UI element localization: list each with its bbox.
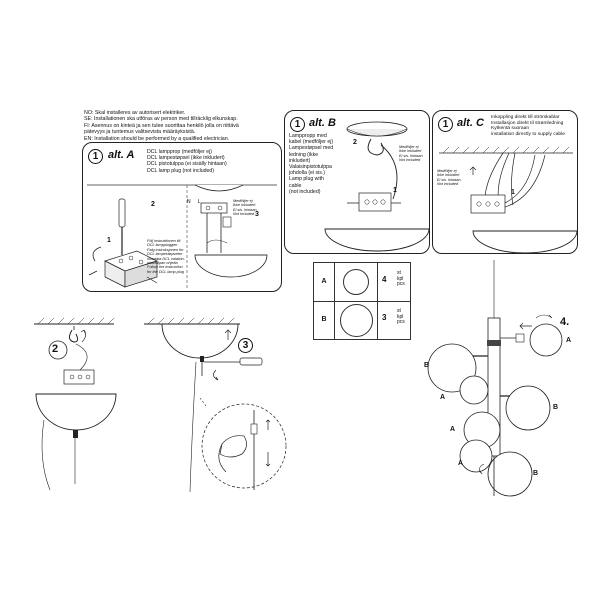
globe-label: B [553,404,559,411]
warning-en: EN: Installation should be performed by … [84,135,230,142]
safety-warnings: NO: Skal installeres av autorisert elekt… [84,110,284,142]
alt-b-not-included-note: Medföljer ej Ikke inkludert Ei sis. hint… [399,145,423,163]
alt-b-step-2: 2 [353,139,357,146]
step-number-1: 1 [290,117,305,132]
globe-large-icon [340,304,373,337]
alt-b-text: Lamppropp med kabel (medföljer ej) Lampe… [289,133,334,195]
alt-a-step-1: 1 [107,237,111,244]
alt-a-drawing [87,184,277,289]
part-count: 4 [382,275,387,284]
alt-a-title: alt. A [108,149,135,161]
step-number-1: 1 [438,117,453,132]
part-label: B [314,301,335,339]
warning-se: SE: Installationen ska utföras av person… [84,116,238,123]
alt-a-terminal-labels: N L [187,199,201,205]
globe-label: A [440,394,446,401]
panel-alt-a: 1 alt. A DCL lampprop (medföljer ej) DCL… [82,142,282,292]
warning-no: NO: Skal installeres av autorisert elekt… [84,110,186,116]
alt-c-step-1: 1 [511,189,515,196]
step-number-1: 1 [88,149,103,164]
alt-b-drawing [324,121,429,252]
parts-row-a: A 4 st kpl pcs [314,263,410,302]
panel-alt-b: 1 alt. B Lamppropp med kabel (medföljer … [284,110,430,254]
warning-fi-2: pätevyys ja tuntemus valitsevista määräy… [84,129,196,136]
alt-a-text: DCL lampprop (medföljer ej) DCL lampestø… [147,149,227,174]
globe-label: A [566,337,572,344]
alt-c-not-included-note: Medföljer ej Ikke inkludert Ei sis. hint… [437,169,461,187]
globe-label: A [458,460,464,467]
parts-row-b: B 3 st kpl pcs [314,301,410,339]
panel-alt-c: 1 alt. C Inkoppling direkt till strömkab… [432,110,578,254]
globe-label: B [424,362,430,369]
alt-a-step-3: 3 [255,211,259,218]
part-units: st kpl pcs [397,308,405,326]
parts-count-table: A 4 st kpl pcs B 3 st kpl pcs [313,262,411,340]
globe-label: B [533,470,539,477]
alt-b-step-1: 1 [393,187,397,194]
alt-a-follow-instruction-note: Följ instruktionen till DCL lamppluggen … [147,239,185,274]
part-label: A [314,263,335,301]
step-2-label: 2 [52,343,59,355]
alt-a-step-2: 2 [151,201,155,208]
globe-small-icon [343,269,369,295]
step-3-label: 3 [238,338,253,353]
globe-label: A [450,426,456,433]
alt-b-title: alt. B [309,117,336,129]
alt-c-text: Inkoppling direkt till strömkablar Insta… [491,115,565,137]
alt-c-drawing [439,146,577,253]
warning-fi-1: FI: Asennus on kinteä ja sen tulee suori… [84,122,239,129]
part-count: 3 [382,313,387,322]
alt-c-title: alt. C [457,117,484,129]
step-4-label: 4. [560,316,570,328]
alt-a-not-included-note: Medföljer ej Ikke inkludert Ei sis. hint… [233,199,257,217]
part-units: st kpl pcs [397,270,405,288]
